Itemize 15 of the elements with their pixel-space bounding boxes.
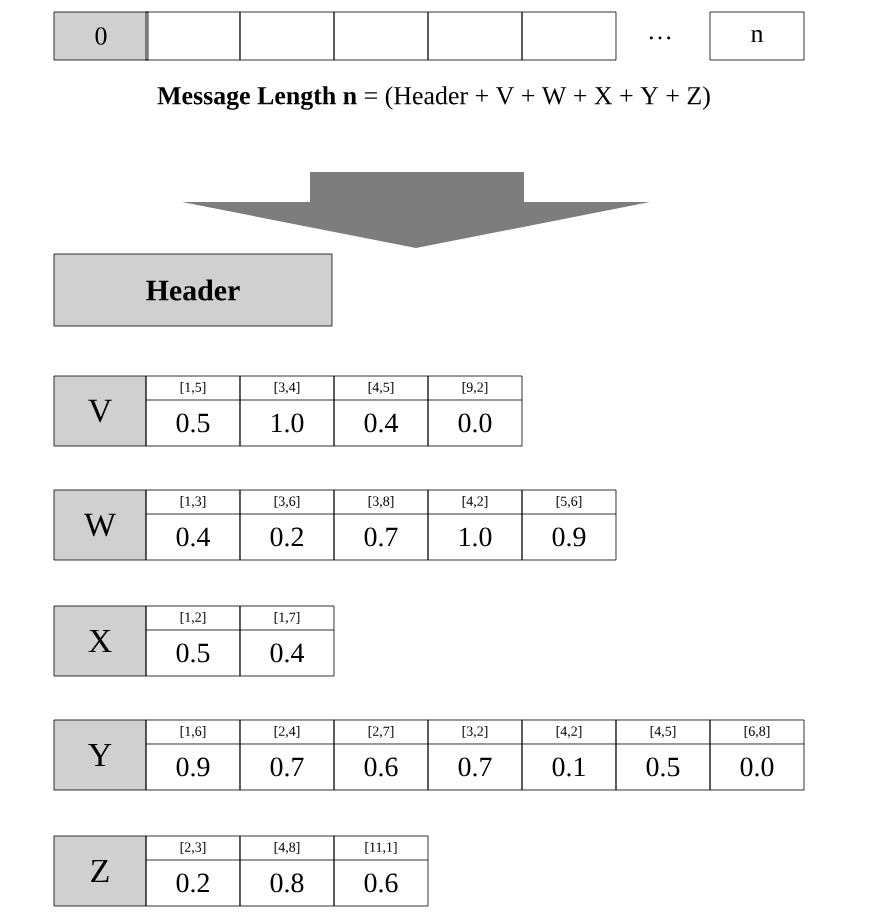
- row-label-box: Z: [53, 835, 147, 907]
- row-label-box: Y: [53, 719, 147, 791]
- header-box: Header: [53, 253, 333, 327]
- row-label-box: W: [53, 489, 147, 561]
- index-cell: [145, 11, 241, 61]
- index-cell: [427, 11, 523, 61]
- index-cell: [521, 11, 617, 61]
- index-cell: [239, 11, 335, 61]
- ellipsis: …: [649, 36, 671, 40]
- index-cell: n: [709, 11, 805, 61]
- index-cell: 0: [53, 11, 149, 61]
- row-label-box: V: [53, 375, 147, 447]
- index-cell: [333, 11, 429, 61]
- formula-text: Message Length n = (Header + V + W + X + Y + Z): [157, 86, 710, 110]
- row-label-box: X: [53, 605, 147, 677]
